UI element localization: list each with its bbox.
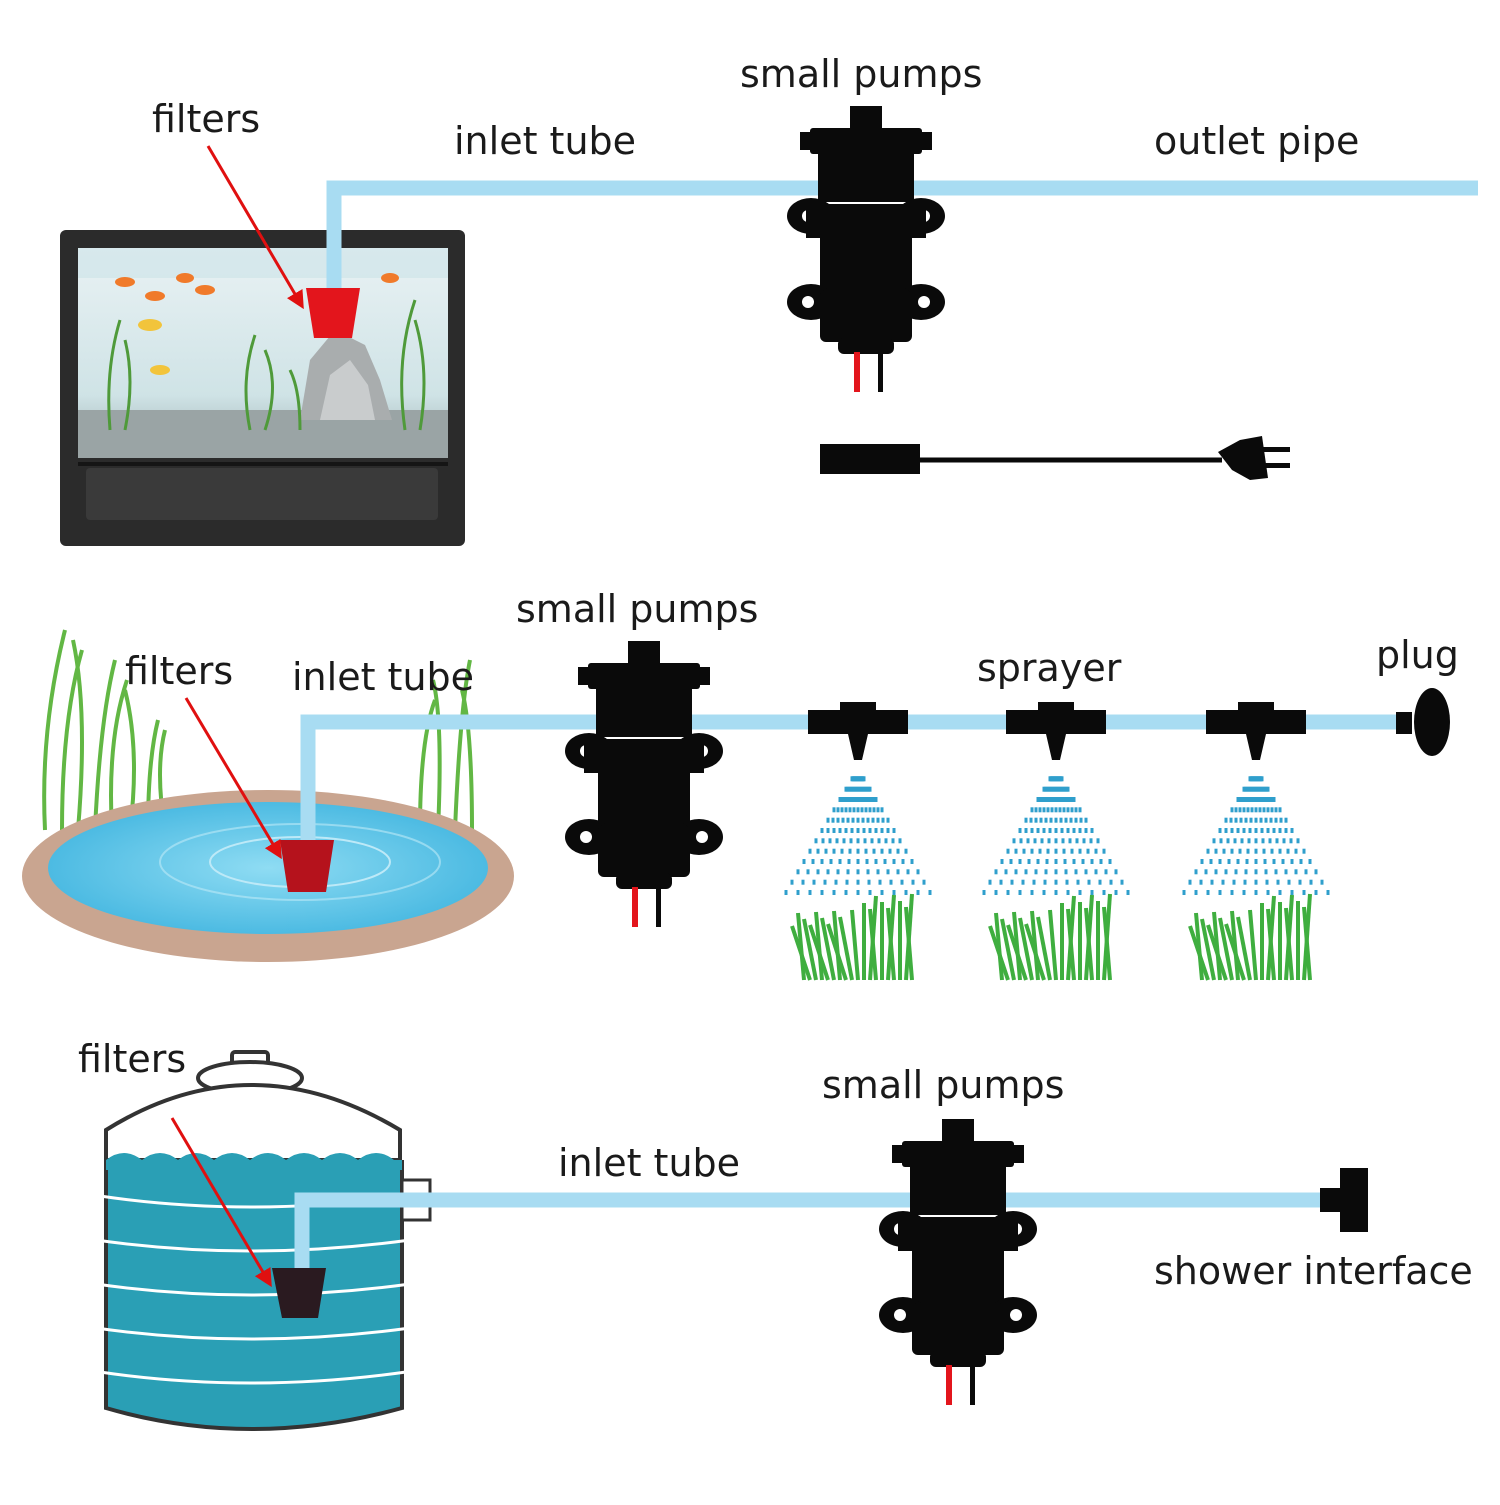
small-pumps-label-2: small pumps <box>516 587 759 631</box>
power-cord <box>820 436 1268 480</box>
filters-label-3: filters <box>78 1037 187 1081</box>
outlet-pipe-label: outlet pipe <box>1154 119 1360 163</box>
aquarium-tank <box>60 230 465 546</box>
water-tank <box>95 1050 432 1431</box>
pond-grass <box>42 629 474 831</box>
filters-label-2: filters <box>125 649 234 693</box>
small-pumps-label-1: small pumps <box>740 52 983 96</box>
sprayer-label: sprayer <box>977 646 1122 690</box>
sprayer-2 <box>982 702 1130 981</box>
aquarium-scene <box>60 106 1478 546</box>
inlet-tube-label-2: inlet tube <box>292 655 475 699</box>
sprayer-1 <box>784 702 932 981</box>
aquarium-fish <box>115 273 399 375</box>
filter-arrow-1 <box>206 145 304 310</box>
tank-scene <box>95 1050 1368 1431</box>
filter-1 <box>306 288 360 338</box>
shower-connector <box>1320 1168 1368 1232</box>
pump-3 <box>879 1119 1037 1405</box>
aquarium-rock <box>300 330 392 420</box>
filter-arrow-3 <box>170 1117 272 1288</box>
pump-1 <box>787 106 945 392</box>
filters-label-1: filters <box>152 97 261 141</box>
pond <box>22 790 514 962</box>
pump-2 <box>565 641 723 927</box>
aquarium-plants <box>107 299 426 431</box>
filter-arrow-2 <box>184 697 282 860</box>
end-plug <box>1396 688 1450 756</box>
inlet-tube-label-1: inlet tube <box>454 119 637 163</box>
inlet-tube-label-3: inlet tube <box>558 1141 741 1185</box>
small-pumps-label-3: small pumps <box>822 1063 1065 1107</box>
shower-interface-label: shower interface <box>1154 1249 1473 1293</box>
filter-3 <box>272 1268 326 1318</box>
pond-scene <box>22 629 1450 981</box>
plug-prongs <box>1262 447 1290 468</box>
inlet-tube-1 <box>326 180 1478 292</box>
filter-2 <box>280 840 334 892</box>
plug-label: plug <box>1376 633 1459 677</box>
sprayer-3 <box>1182 702 1330 981</box>
